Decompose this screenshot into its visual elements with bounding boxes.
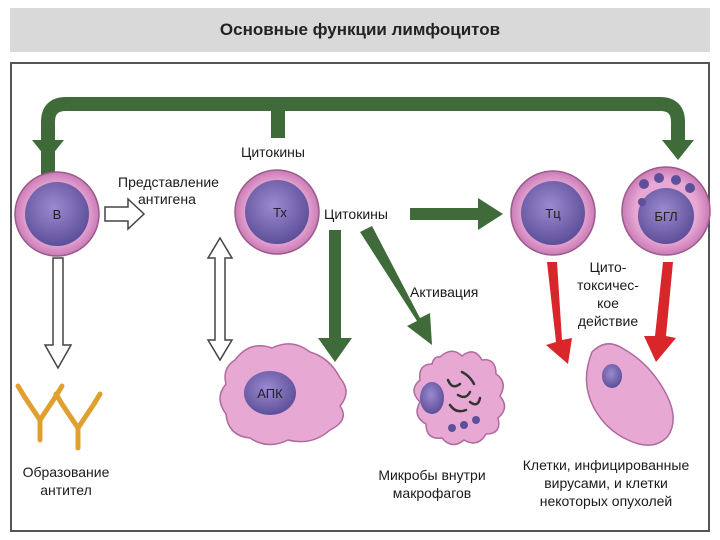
b-cell-label: В: [53, 207, 62, 222]
cytokines-mid-label: Цитокины: [324, 206, 388, 222]
antibodies-line2: антител: [40, 482, 92, 498]
tc-cell: Тц: [510, 170, 596, 256]
apc-th-arrow: [206, 236, 234, 362]
cytokines-to-tc-arrow: [410, 198, 503, 230]
apc-cell-label: АПК: [257, 386, 283, 401]
infected-line3: некоторых опухолей: [540, 493, 673, 509]
top-cytokine-arrow: [32, 97, 694, 175]
page-title: Основные функции лимфоцитов: [219, 20, 501, 39]
activation-label: Активация: [410, 284, 478, 300]
tc-cell-label: Тц: [545, 206, 561, 221]
antibody-formation-arrow: [43, 257, 73, 370]
ngl-cell: БГЛ: [621, 166, 711, 256]
diagram-frame: [10, 62, 710, 532]
infected-cell: [585, 343, 674, 446]
b-cell: В: [14, 171, 100, 257]
antigen-presentation-line1: Представление: [118, 174, 219, 190]
ngl-cytotoxic-arrow: [644, 262, 676, 362]
antibodies-line1: Образование: [23, 464, 110, 480]
infected-line1: Клетки, инфицированные: [523, 457, 690, 473]
cytotoxic-line2: токсичес-: [577, 277, 639, 293]
apc-cell: АПК: [219, 343, 347, 446]
cytokines-to-apc-arrow: [318, 230, 352, 362]
tc-cytotoxic-arrow: [546, 262, 572, 364]
cytotoxic-line4: действие: [578, 313, 638, 329]
microbes-line2: макрофагов: [393, 485, 471, 501]
th-cell: Тх: [234, 169, 320, 255]
activation-arrow: [360, 226, 432, 345]
antigen-presentation-arrow: [104, 197, 146, 231]
infected-line2: вирусами, и клетки: [544, 475, 668, 491]
antigen-presentation-line2: антигена: [138, 191, 196, 207]
cytotoxic-line3: кое: [597, 295, 619, 311]
title-bar: Основные функции лимфоцитов: [10, 8, 710, 52]
microbes-line1: Микробы внутри: [378, 467, 485, 483]
antibody-icons: [15, 383, 103, 451]
th-cell-label: Тх: [273, 205, 287, 220]
macrophage-cell: [413, 350, 506, 446]
ngl-cell-label: БГЛ: [654, 209, 677, 224]
cytotoxic-line1: Цито-: [590, 259, 627, 275]
cytokines-top-label: Цитокины: [241, 144, 305, 160]
